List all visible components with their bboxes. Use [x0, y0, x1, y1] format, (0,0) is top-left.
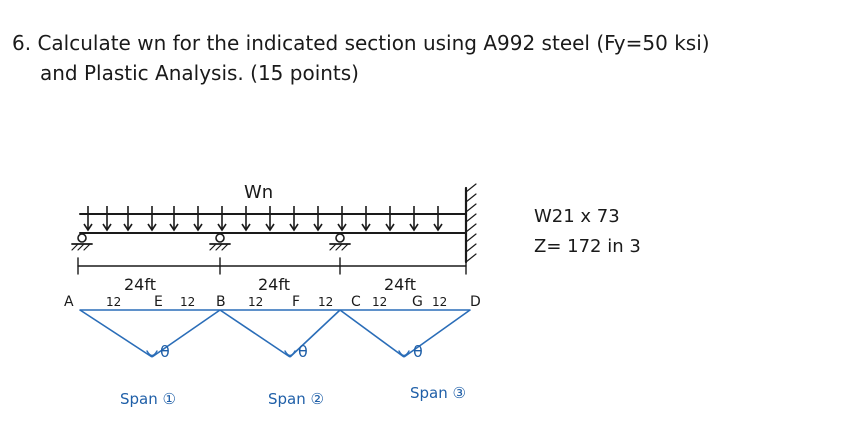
span-label-2: Span ② — [268, 390, 324, 408]
problem-line-1: 6. Calculate wn for the indicated sectio… — [12, 31, 710, 55]
hinge-f: θ — [284, 342, 308, 361]
segment-gd: 12 — [432, 295, 447, 309]
section-shape: W21 x 73 — [534, 206, 620, 227]
roller-support-c — [329, 233, 351, 251]
point-a: A — [64, 294, 74, 310]
span-3-length: 24ft — [384, 275, 416, 294]
rotation-label-2: θ — [298, 342, 308, 361]
problem-line-2: and Plastic Analysis. (15 points) — [40, 61, 359, 85]
span-2-length: 24ft — [258, 275, 290, 294]
fixed-support-d — [464, 183, 477, 264]
collapse-mechanism — [79, 309, 471, 358]
point-f: F — [292, 294, 300, 310]
point-e: E — [154, 294, 163, 310]
segment-cg: 12 — [372, 295, 387, 309]
span-label-3: Span ③ — [410, 384, 466, 402]
segment-bf: 12 — [248, 295, 263, 309]
point-b: B — [216, 294, 226, 310]
beam — [79, 213, 467, 234]
hinge-e: θ — [146, 342, 170, 361]
rotation-label-3: θ — [413, 342, 423, 361]
distributed-load-arrows — [83, 206, 443, 232]
section-modulus: Z= 172 in 3 — [534, 236, 641, 257]
span-1-length: 24ft — [124, 275, 156, 294]
segment-ae: 12 — [106, 295, 121, 309]
rotation-label-1: θ — [160, 342, 170, 361]
roller-support-b — [209, 233, 231, 251]
hinge-g: θ — [398, 342, 423, 361]
point-d: D — [470, 294, 481, 310]
segment-eb: 12 — [180, 295, 195, 309]
point-c: C — [351, 294, 361, 310]
pin-support-a — [71, 233, 93, 251]
load-label: Wn — [244, 182, 273, 203]
segment-fc: 12 — [318, 295, 333, 309]
span-dimension-line — [77, 257, 467, 275]
span-label-1: Span ① — [120, 390, 176, 408]
point-g: G — [412, 294, 423, 310]
